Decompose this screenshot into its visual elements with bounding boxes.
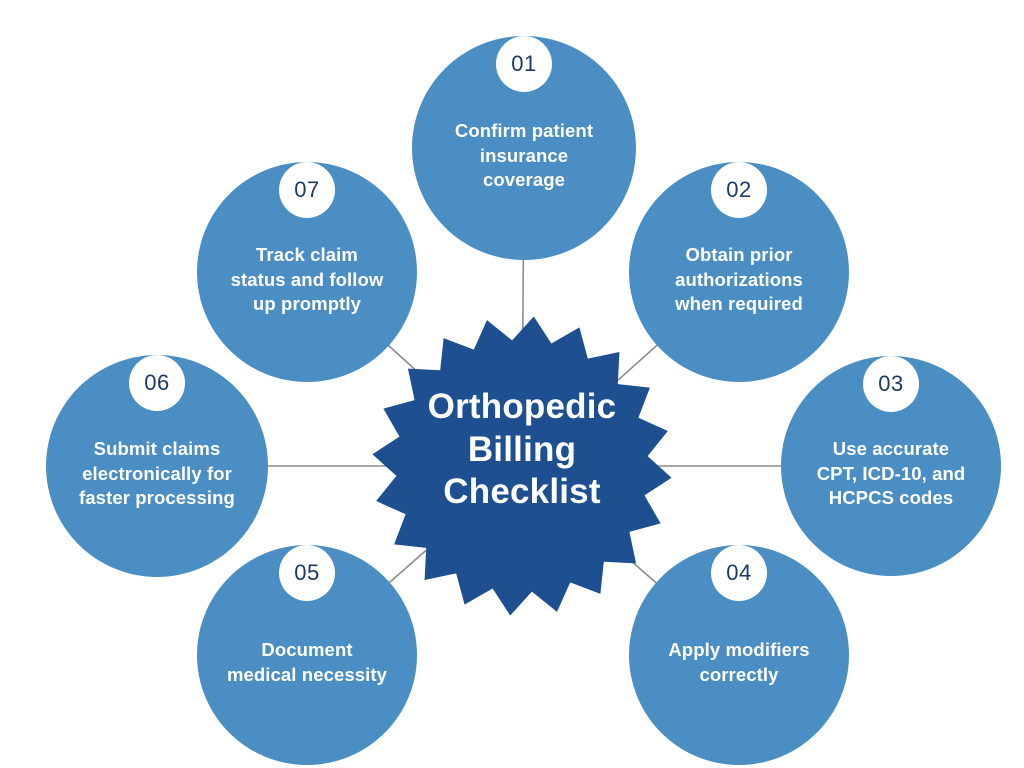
step-label-05: Document medical necessity (226, 639, 388, 685)
step-label-02: Obtain prior authorizations when require… (675, 244, 803, 315)
step-number-text-01: 01 (511, 51, 537, 76)
connector-line-04 (617, 549, 658, 585)
step-label-04: Apply modifiers correctly (668, 639, 810, 685)
step-number-text-06: 06 (144, 370, 170, 395)
connector-line-07 (387, 344, 428, 381)
step-number-text-02: 02 (726, 177, 752, 202)
step-number-badge-04: 04 (711, 545, 767, 601)
step-number-badge-07: 07 (279, 162, 335, 218)
connector-line-02 (616, 344, 659, 382)
step-number-text-04: 04 (726, 560, 752, 585)
step-number-badge-03: 03 (863, 356, 919, 412)
step-number-badge-02: 02 (711, 162, 767, 218)
step-number-badge-05: 05 (279, 545, 335, 601)
step-circle-03[interactable]: Use accurate CPT, ICD-10, and HCPCS code… (781, 356, 1001, 576)
step-circle-02[interactable]: Obtain prior authorizations when require… (629, 162, 849, 382)
hub-title: Orthopedic Billing Checklist (427, 387, 617, 512)
step-number-text-07: 07 (294, 177, 320, 202)
step-label-06: Submit claims electronically for faster … (79, 438, 235, 509)
step-number-badge-01: 01 (496, 36, 552, 92)
step-label-07: Track claim status and follow up promptl… (230, 244, 384, 315)
step-label-03: Use accurate CPT, ICD-10, and HCPCS code… (816, 438, 966, 509)
connector-line-05 (388, 549, 427, 584)
step-circle-01[interactable]: Confirm patient insurance coverage (412, 36, 636, 260)
step-label-01: Confirm patient insurance coverage (454, 120, 594, 191)
step-number-badge-06: 06 (129, 355, 185, 411)
step-number-text-05: 05 (294, 560, 320, 585)
step-number-text-03: 03 (878, 371, 904, 396)
